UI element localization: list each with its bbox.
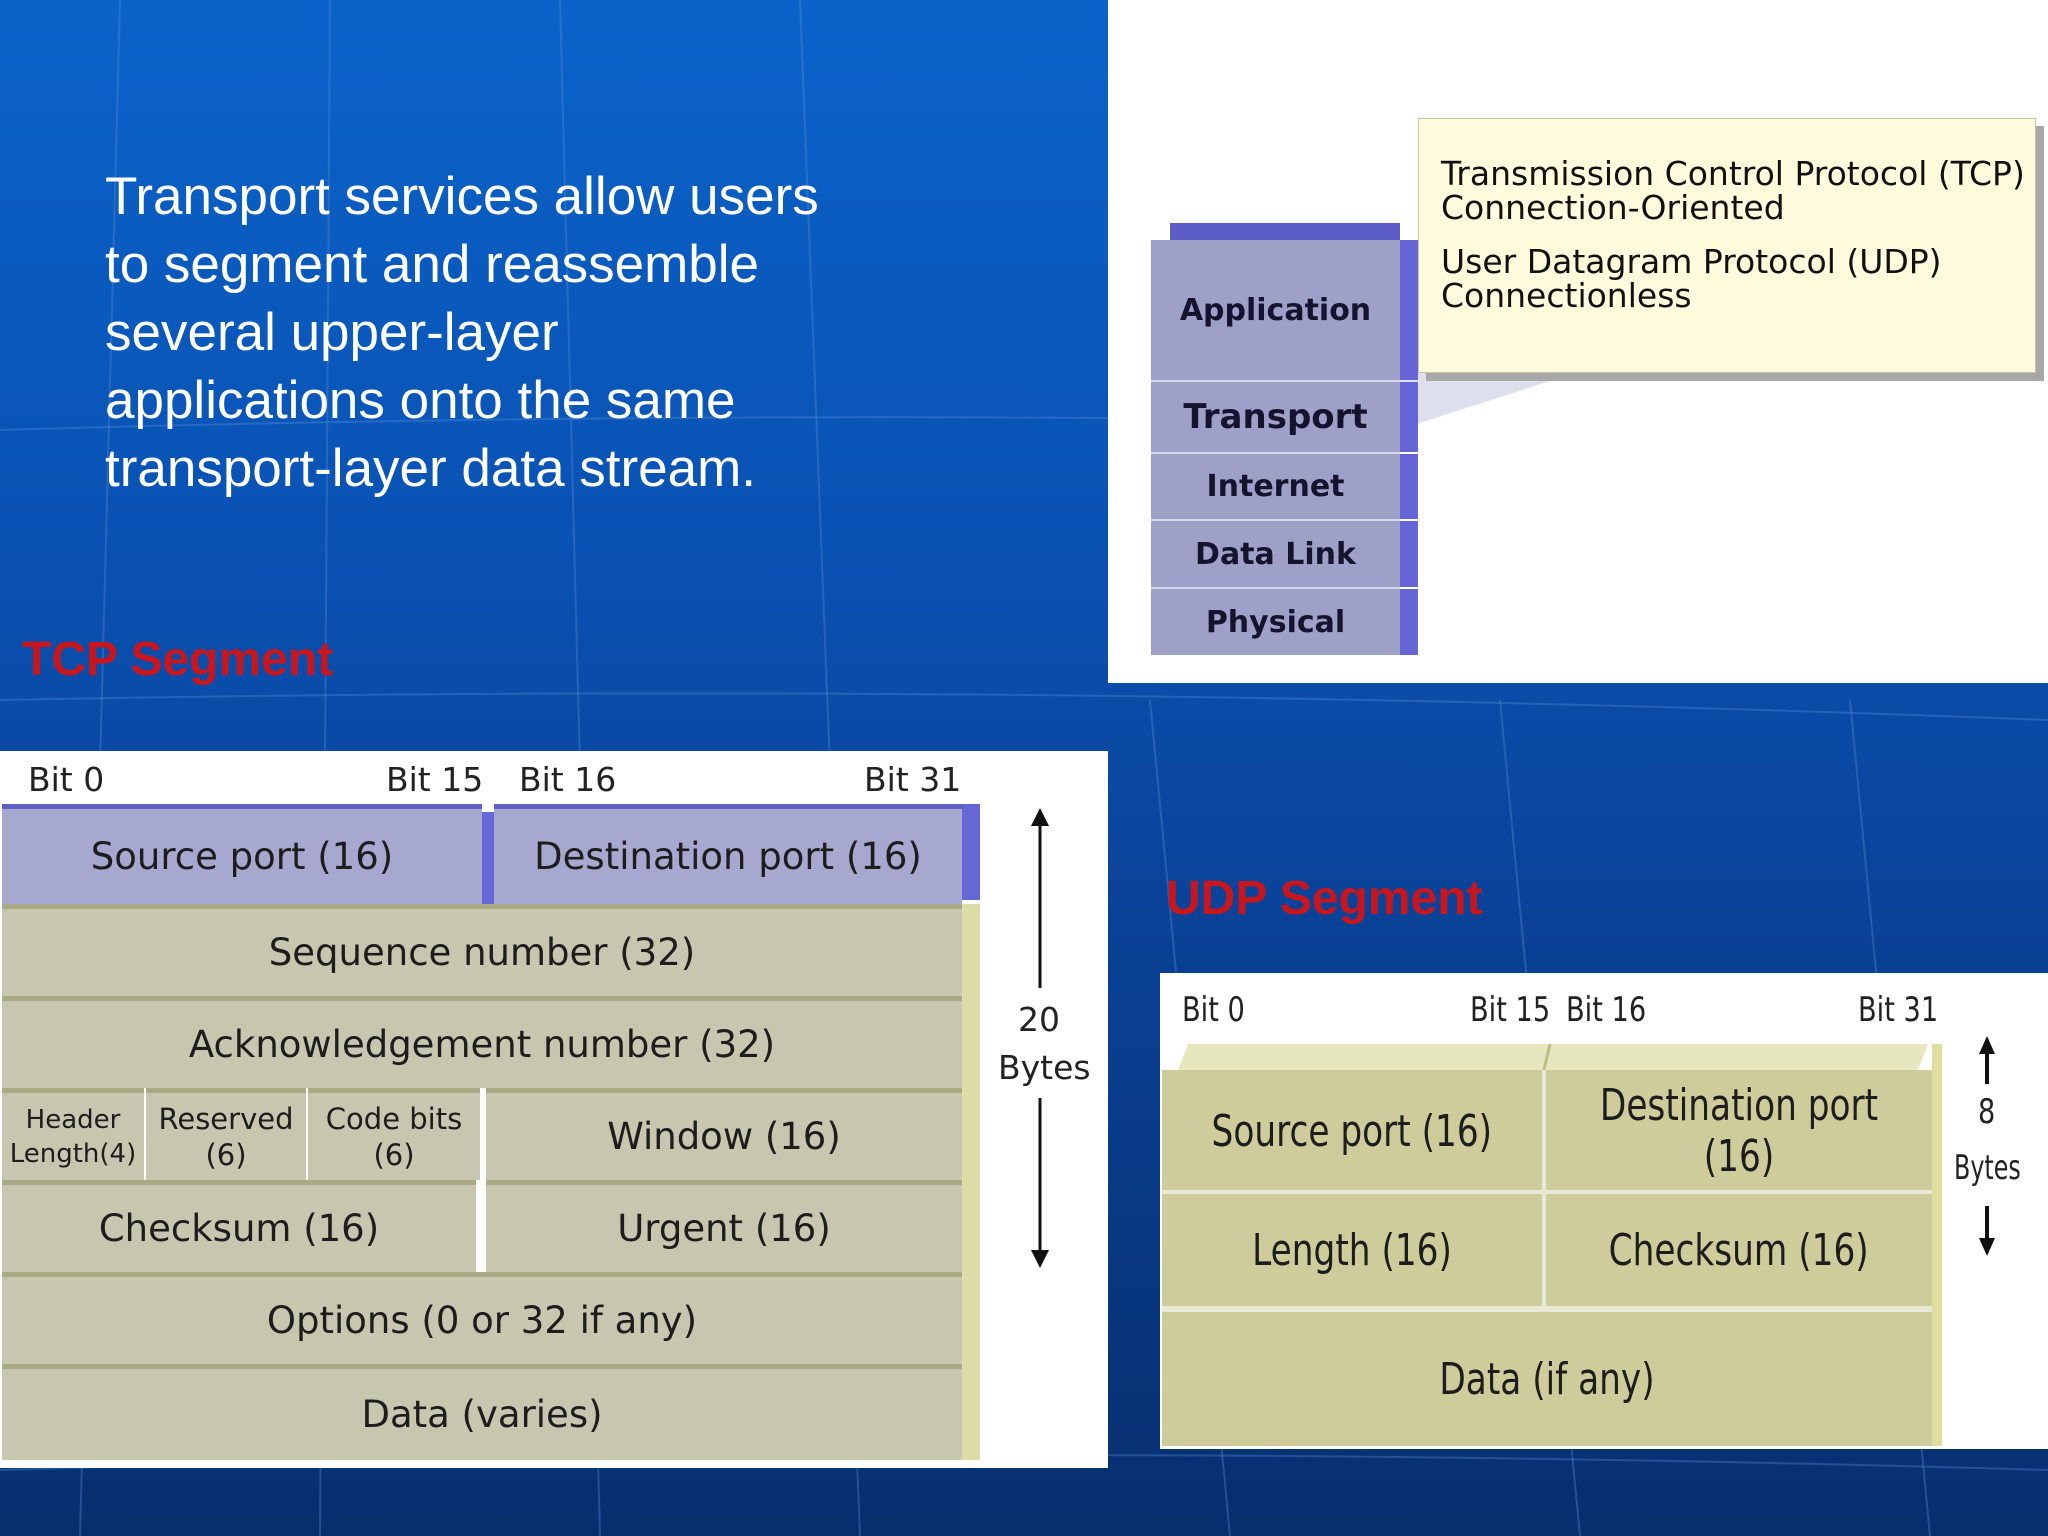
udp-segment-title: UDP Segment: [1166, 872, 1483, 925]
udp-destination-port: Destination port (16): [1546, 1070, 1932, 1192]
udp-bit-31: Bit 31: [1858, 990, 1939, 1030]
tcp-protocol-name: Transmission Control Protocol (TCP): [1441, 154, 2025, 193]
tcp-source-port: Source port (16): [2, 804, 482, 904]
tcp-segment-title: TCP Segment: [22, 633, 334, 686]
udp-top-face: [1178, 1043, 1928, 1071]
udp-right-side: [1932, 1044, 1942, 1446]
udp-source-port: Source port (16): [1162, 1070, 1542, 1192]
udp-column-separator: [1542, 1070, 1546, 1306]
tcp-size-number: 20: [1018, 1000, 1060, 1039]
tcp-window: Window (16): [486, 1088, 962, 1180]
tcp-urgent-side: [962, 1180, 980, 1272]
udp-row-separator-1: [1162, 1190, 1932, 1194]
udp-bit-16: Bit 16: [1566, 990, 1647, 1030]
tcp-data: Data (varies): [2, 1364, 962, 1460]
udp-size-unit: Bytes: [1954, 1148, 2021, 1188]
layer-application: Application: [1151, 240, 1418, 382]
layer-transport: Transport: [1151, 382, 1418, 454]
tcp-size-arrow: [1031, 808, 1049, 1268]
udp-length: Length (16): [1162, 1194, 1542, 1306]
layer-internet: Internet: [1151, 454, 1418, 521]
tcp-acknowledgement-number: Acknowledgement number (32): [2, 996, 962, 1088]
udp-checksum: Checksum (16): [1546, 1194, 1932, 1306]
tcp-window-side: [962, 1088, 980, 1180]
tcp-bit-16: Bit 16: [519, 760, 617, 799]
tcp-source-port-side: [482, 812, 494, 904]
udp-row-separator-2: [1162, 1306, 1932, 1312]
tcp-options-side: [962, 1272, 980, 1364]
udp-protocol-name: User Datagram Protocol (UDP): [1441, 242, 1942, 281]
tcp-options: Options (0 or 32 if any): [2, 1272, 962, 1364]
layer-data-link: Data Link: [1151, 521, 1418, 589]
udp-size-number: 8: [1978, 1092, 1996, 1132]
tcp-bit-31: Bit 31: [864, 760, 962, 799]
body-text: Transport services allow users to segmen…: [105, 167, 819, 498]
tcp-urgent: Urgent (16): [486, 1180, 962, 1272]
tcp-code-bits: Code bits(6): [308, 1088, 480, 1180]
tcp-acknowledgement-number-side: [962, 996, 980, 1088]
udp-size-arrow: [1979, 1036, 1995, 1256]
tcp-bit-0: Bit 0: [28, 760, 105, 799]
layer-physical: Physical: [1151, 589, 1418, 655]
tcp-bit-15: Bit 15: [386, 760, 484, 799]
udp-bit-0: Bit 0: [1182, 990, 1245, 1030]
protocol-note: Transmission Control Protocol (TCP) Conn…: [1418, 118, 2036, 373]
tcp-size-unit: Bytes: [998, 1048, 1091, 1087]
udp-protocol-type: Connectionless: [1441, 276, 1692, 315]
tcp-checksum: Checksum (16): [2, 1180, 476, 1272]
tcp-destination-port: Destination port (16): [494, 804, 962, 904]
tcp-data-side: [962, 1364, 980, 1460]
udp-bit-15: Bit 15: [1470, 990, 1551, 1030]
tcp-reserved: Reserved(6): [146, 1088, 306, 1180]
tcp-destination-port-side: [962, 804, 980, 900]
tcp-sequence-number: Sequence number (32): [2, 904, 962, 996]
tcp-sequence-number-side: [962, 904, 980, 996]
udp-data: Data (if any): [1162, 1312, 1932, 1446]
tcp-protocol-type: Connection-Oriented: [1441, 188, 1785, 227]
